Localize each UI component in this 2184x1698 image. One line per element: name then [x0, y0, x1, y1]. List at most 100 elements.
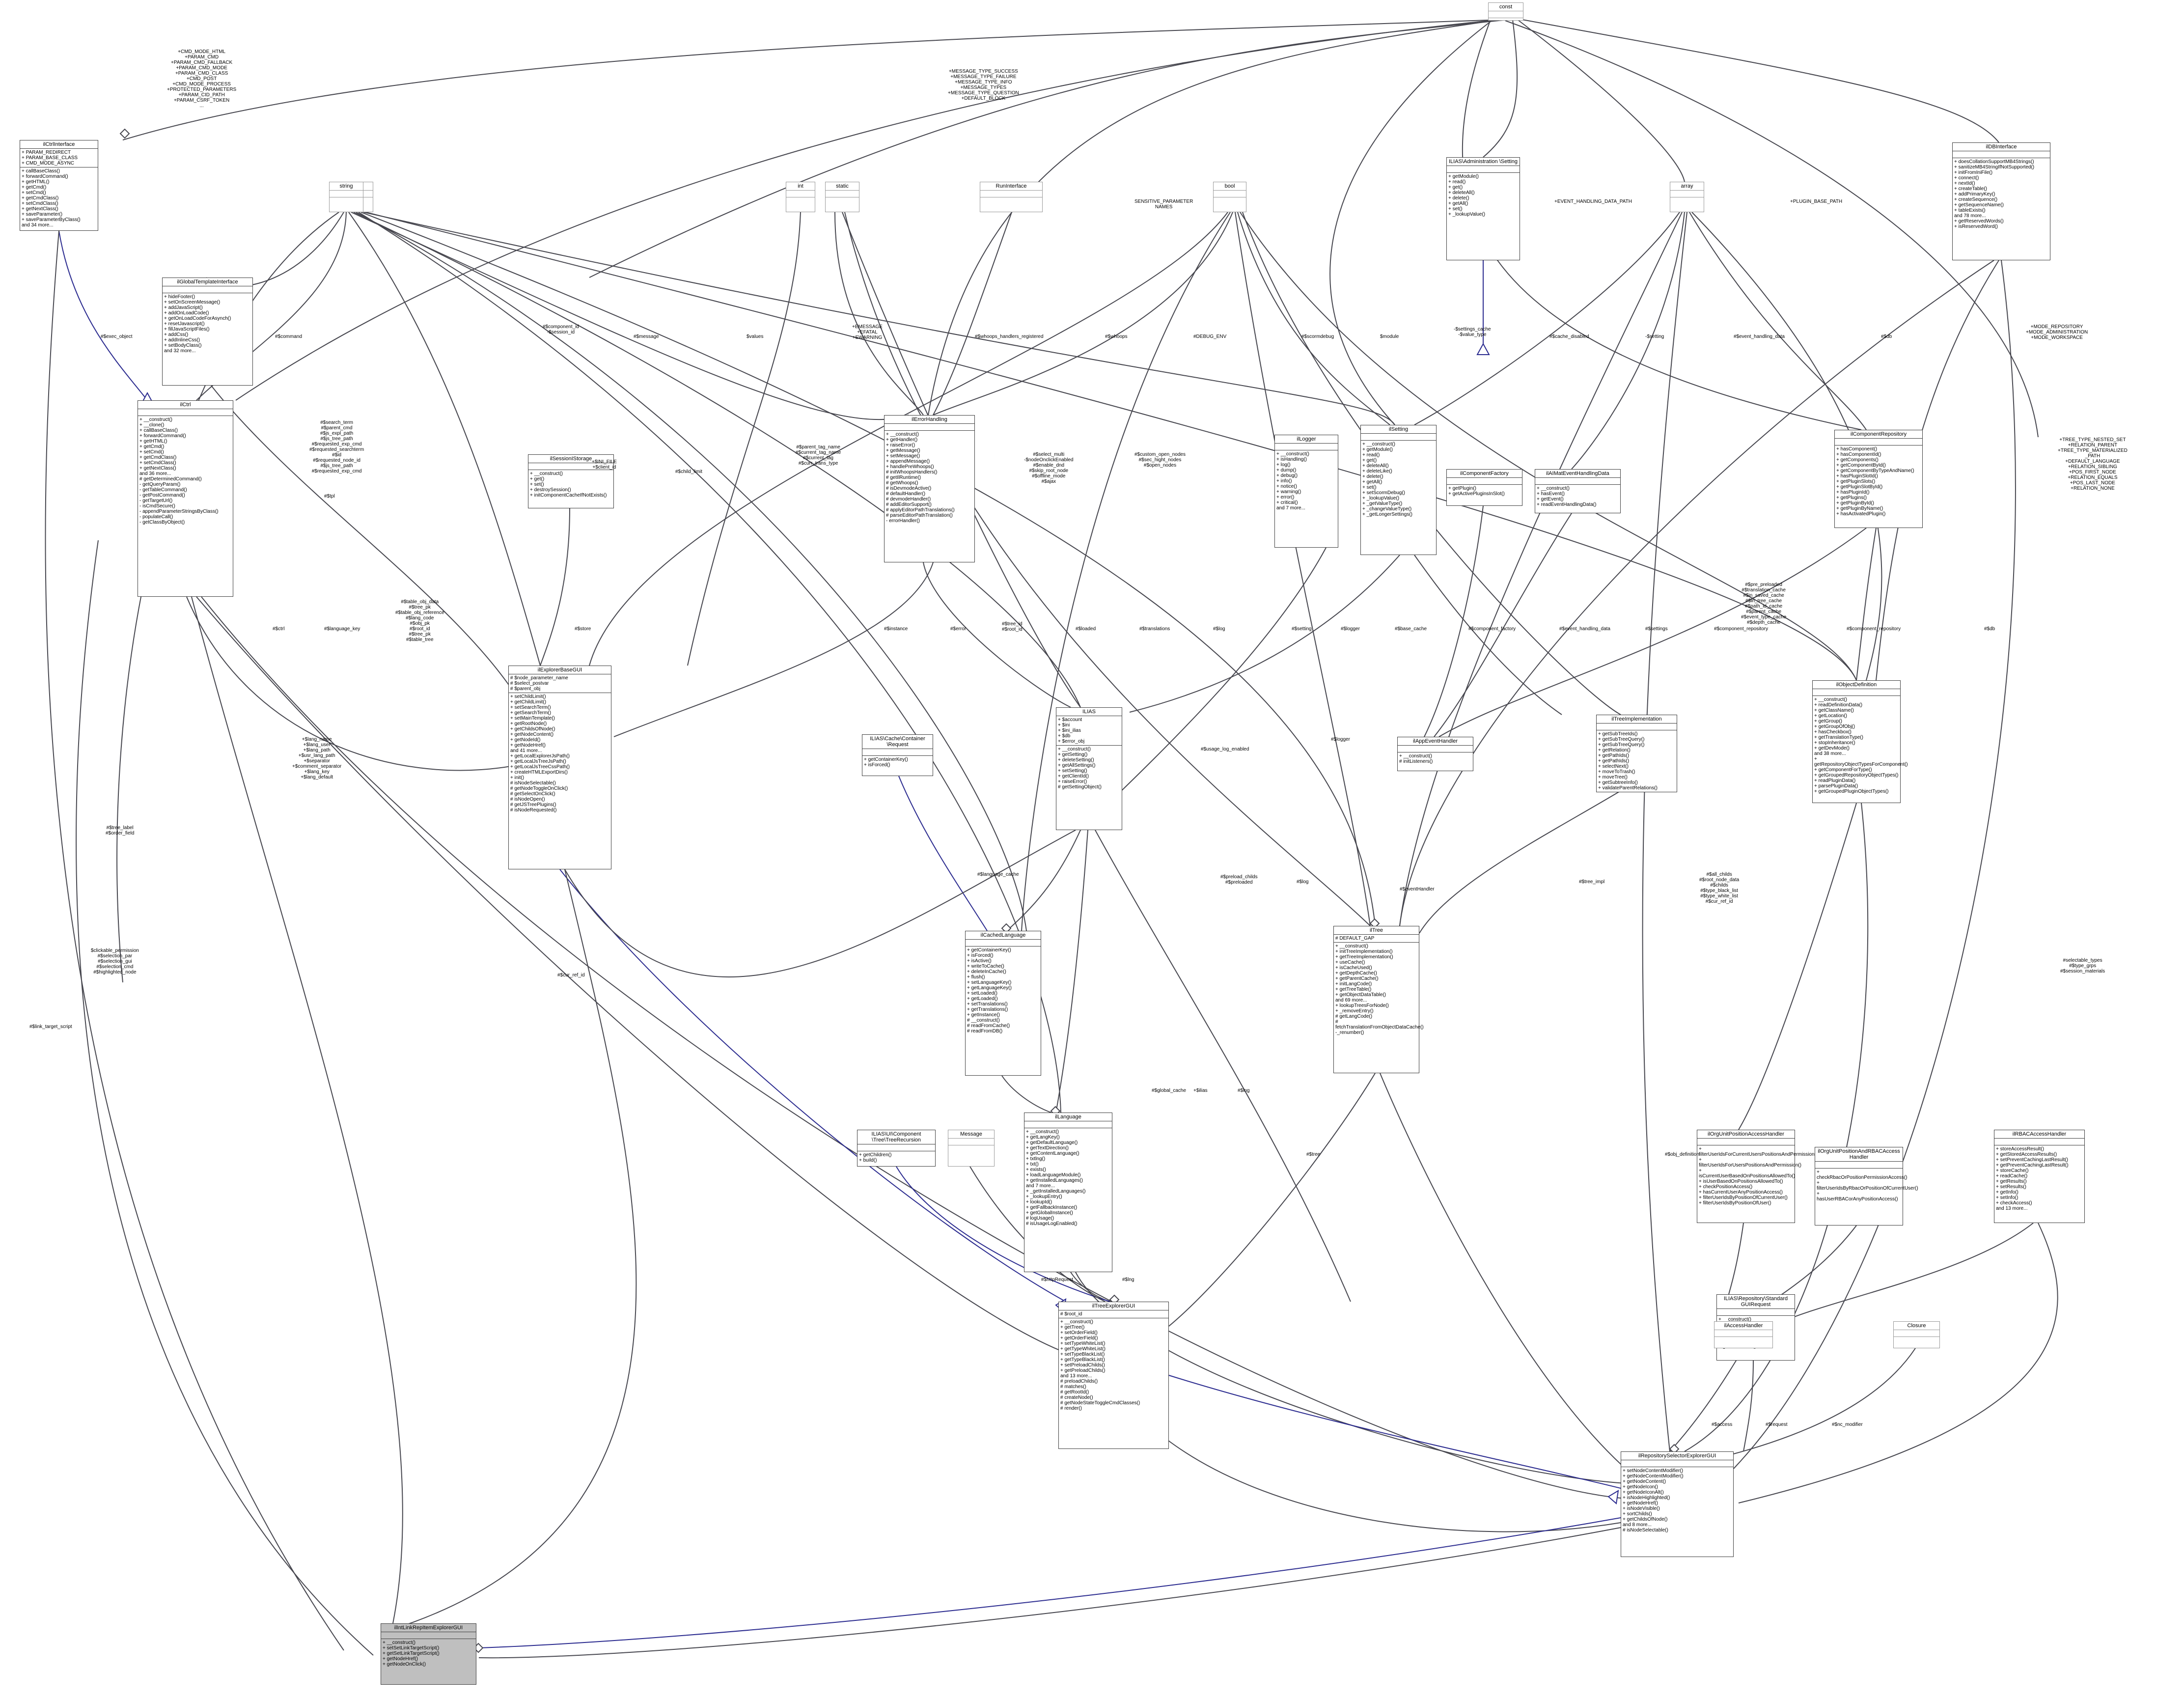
- class-node-Message[interactable]: Message: [948, 1130, 995, 1167]
- operation-row: + read(): [1362, 452, 1380, 458]
- operation-row: + setOnScreenMessage(): [164, 300, 221, 305]
- operation-row: + setMessage(): [886, 453, 920, 459]
- operation-row: + getLocalJsTreeCssPath(): [510, 764, 570, 770]
- operation-row: + getAllSettings(): [1058, 763, 1096, 768]
- class-node-string[interactable]: string: [329, 182, 363, 212]
- operation-row: + initLangCode(): [1335, 981, 1372, 987]
- operation-row: + getLocalExplorerJsPath(): [510, 753, 570, 759]
- operation-row: + dump(): [1276, 468, 1297, 473]
- operation-row: + createTable(): [1954, 186, 1987, 192]
- operation-row: - appendParameterStringsByClass(): [139, 509, 219, 514]
- class-node-ilCachedLanguage[interactable]: ilCachedLanguage+ getContainerKey()+ isF…: [965, 931, 1041, 1076]
- operation-row: + getLangKey(): [1026, 1135, 1060, 1140]
- operation-row: + _lookupEntry(): [1026, 1194, 1062, 1199]
- class-attributes: [1697, 1139, 1795, 1145]
- class-node-int[interactable]: int: [786, 182, 815, 212]
- class-node-static[interactable]: static: [825, 182, 859, 212]
- class-node-ilLanguage[interactable]: ilLanguage+ __construct()+ getLangKey()+…: [1024, 1113, 1112, 1272]
- class-node-ilTreeImplementation[interactable]: ilTreeImplementation+ getSubTreeIds()+ g…: [1596, 715, 1677, 792]
- operation-row: - errorHandler(): [886, 518, 920, 524]
- class-node-ilIntLinkRepItemExplorerGUI[interactable]: ilIntLinkRepItemExplorerGUI+ __construct…: [381, 1623, 476, 1685]
- operation-row: + getCmd(): [22, 185, 47, 190]
- class-node-bool[interactable]: bool: [1213, 182, 1246, 212]
- operation-row: + set(): [1362, 485, 1377, 490]
- class-node-ilCtrl[interactable]: ilCtrl+ __construct()+ __clone()+ callBa…: [138, 400, 233, 597]
- edge-label-component_repository: #$component_repository: [1714, 626, 1769, 632]
- edge-label-efatal: +EMESSAGE +EFATAL +EWARNING: [852, 324, 883, 340]
- class-node-ilComponentFactory[interactable]: ilComponentFactory+ getPlugin()+ getActi…: [1446, 469, 1522, 506]
- class-node-ilExplorerBaseGUI[interactable]: ilExplorerBaseGUI# $node_parameter_name#…: [508, 666, 611, 869]
- operation-row: # parseEditorPathTranslation(): [886, 513, 953, 518]
- edge-label-command: #$command: [275, 334, 303, 339]
- class-operations: + setNodeContentModifier()+ getNodeConte…: [1621, 1467, 1733, 1534]
- operation-row: + getTreeTable(): [1335, 987, 1372, 992]
- class-attributes: + $account+ $ini+ $ini_ilias+ $db+ $erro…: [1056, 716, 1122, 746]
- class-node-ilRepositorySelectorExplorerGUI[interactable]: ilRepositorySelectorExplorerGUI+ setNode…: [1621, 1451, 1734, 1557]
- class-node-const[interactable]: const: [1488, 2, 1523, 21]
- class-node-ILIAS[interactable]: ILIAS+ $account+ $ini+ $ini_ilias+ $db+ …: [1056, 707, 1122, 830]
- operation-row: # isDevmodeActive(): [886, 486, 932, 491]
- operation-row: + getActivePluginsInSlot(): [1448, 491, 1505, 497]
- class-node-ilErrorHandling[interactable]: ilErrorHandling+ __construct()+ getHandl…: [884, 415, 975, 562]
- edge-label-ctrl: #$ctrl: [273, 626, 285, 632]
- class-node-ilTree[interactable]: ilTree# DEFAULT_GAP+ __construct()+ init…: [1333, 926, 1424, 1073]
- class-node-RunInterface[interactable]: RunInterface: [980, 182, 1043, 212]
- edge-label-preload_childs: #$preload_childs #$preloaded: [1220, 874, 1258, 885]
- class-attributes: [1275, 444, 1338, 450]
- operation-row: + __construct(): [1814, 697, 1847, 702]
- operation-row: + exists(): [1026, 1167, 1046, 1172]
- operation-row: + setCmdClass(): [139, 460, 176, 466]
- operation-row: + checkPositionAccess(): [1699, 1184, 1753, 1190]
- class-attributes: [1717, 1309, 1795, 1316]
- operation-row: + getGroupedPluginObjectTypes(): [1814, 789, 1889, 794]
- class-name: const: [1489, 3, 1523, 11]
- operation-row: + __construct(): [1362, 442, 1395, 447]
- class-node-ilLogger[interactable]: ilLogger+ __construct()+ isHandling()+ l…: [1274, 435, 1338, 548]
- class-node-ilIASUIComponentTreeTreeRecursion[interactable]: ILIAS\UI\Component \Tree\TreeRecursion+ …: [857, 1130, 936, 1167]
- class-node-ilOrgUnitPositionAndRBACAccessHandler[interactable]: ilOrgUnitPositionAndRBACAccess Handler+ …: [1815, 1147, 1918, 1225]
- class-node-ilOrgUnitPositionAccessHandler[interactable]: ilOrgUnitPositionAccessHandler+ filterUs…: [1697, 1130, 1818, 1223]
- class-node-ilCtrlInterface[interactable]: ilCtrlInterface+ PARAM_REDIRECT+ PARAM_B…: [20, 140, 98, 231]
- operation-row: # initListeners(): [1399, 759, 1433, 764]
- class-attributes: [980, 191, 1042, 197]
- class-node-ilAIMatEventHandlingData[interactable]: ilAIMatEventHandlingData+ __construct()+…: [1535, 469, 1621, 513]
- class-node-array[interactable]: array: [1670, 182, 1704, 212]
- operation-row: + lookupId(): [1026, 1199, 1052, 1205]
- operation-row: + isCurrentUserBasedOnPositionsAllowedTo…: [1699, 1168, 1796, 1179]
- operation-row: + addJavaScript(): [164, 305, 203, 310]
- edge-label-global_cache: #$global_cache: [1152, 1088, 1187, 1093]
- class-node-ilAppEventHandler[interactable]: ilAppEventHandler+ __construct()# initLi…: [1397, 737, 1473, 771]
- class-node-ilRBACAccessHandler[interactable]: ilRBACAccessHandler+ storeAccessResult()…: [1994, 1130, 2085, 1223]
- class-node-ilGlobalTemplateInterface[interactable]: ilGlobalTemplateInterface+ hideFooter()+…: [162, 278, 253, 386]
- operation-row: + filterUserIdsForCurrentUsersPositionsA…: [1699, 1146, 1818, 1157]
- class-node-ilSessionIStorage[interactable]: ilSessionIStorage+ __construct()+ get()+…: [528, 454, 614, 508]
- operation-row: + isNodeVisible(): [1623, 1506, 1660, 1511]
- class-node-ILIASAdministrationSetting[interactable]: ILIAS\Administration \Setting+ getModule…: [1446, 157, 1520, 260]
- operation-row: + __construct(): [1026, 1129, 1059, 1135]
- operation-row: + writeToCache(): [967, 964, 1004, 969]
- attribute-row: + $error_obj: [1058, 739, 1085, 744]
- operation-row: + txtlng(): [1026, 1156, 1046, 1162]
- class-node-ilComponentRepository[interactable]: ilComponentRepository+ hasComponent()+ h…: [1834, 430, 1923, 528]
- class-node-ilDBInterface[interactable]: ilDBInterface+ doesCollationSupportMB4St…: [1952, 142, 2050, 260]
- class-node-ilAccessHandler[interactable]: ilAccessHandler: [1714, 1321, 1773, 1348]
- operation-row: + readDefinitionData(): [1814, 702, 1863, 708]
- class-node-ilIASCacheContainerRequest[interactable]: ILIAS\Cache\Container \Request+ getConta…: [862, 734, 933, 776]
- edge-label-table_obj_data: #$table_obj_data #$tree_pk #$table_obj_r…: [395, 599, 444, 642]
- edge-label-clickable_permission: $clickable_permission #$selection_par #$…: [91, 948, 139, 975]
- operation-row: + get(): [1362, 458, 1377, 463]
- operation-row: + getModule(): [1362, 447, 1393, 452]
- class-node-ilObjectDefinition[interactable]: ilObjectDefinition+ __construct()+ readD…: [1812, 680, 1908, 803]
- class-operations: [980, 197, 1042, 199]
- class-node-ilSetting[interactable]: ilSetting+ __construct()+ getModule()+ r…: [1360, 425, 1437, 555]
- class-node-Closure[interactable]: Closure: [1893, 1321, 1940, 1348]
- operation-row: + getPreventCachingLastResult(): [1996, 1163, 2069, 1168]
- class-name: ILIAS\Administration \Setting: [1447, 158, 1520, 166]
- class-node-ilTreeExplorerGUI[interactable]: ilTreeExplorerGUI# $root_id+ __construct…: [1058, 1302, 1169, 1449]
- operation-row: + setPreventCachingLastResult(): [1996, 1157, 2069, 1163]
- attribute-row: + PARAM_BASE_CLASS: [22, 155, 78, 161]
- operation-row: + getGroupedRepositoryObjectTypes(): [1814, 773, 1899, 778]
- operation-row: # initWhoopsHandlers(): [886, 470, 938, 475]
- edge-label-language_cache: #$language_cache: [977, 872, 1019, 877]
